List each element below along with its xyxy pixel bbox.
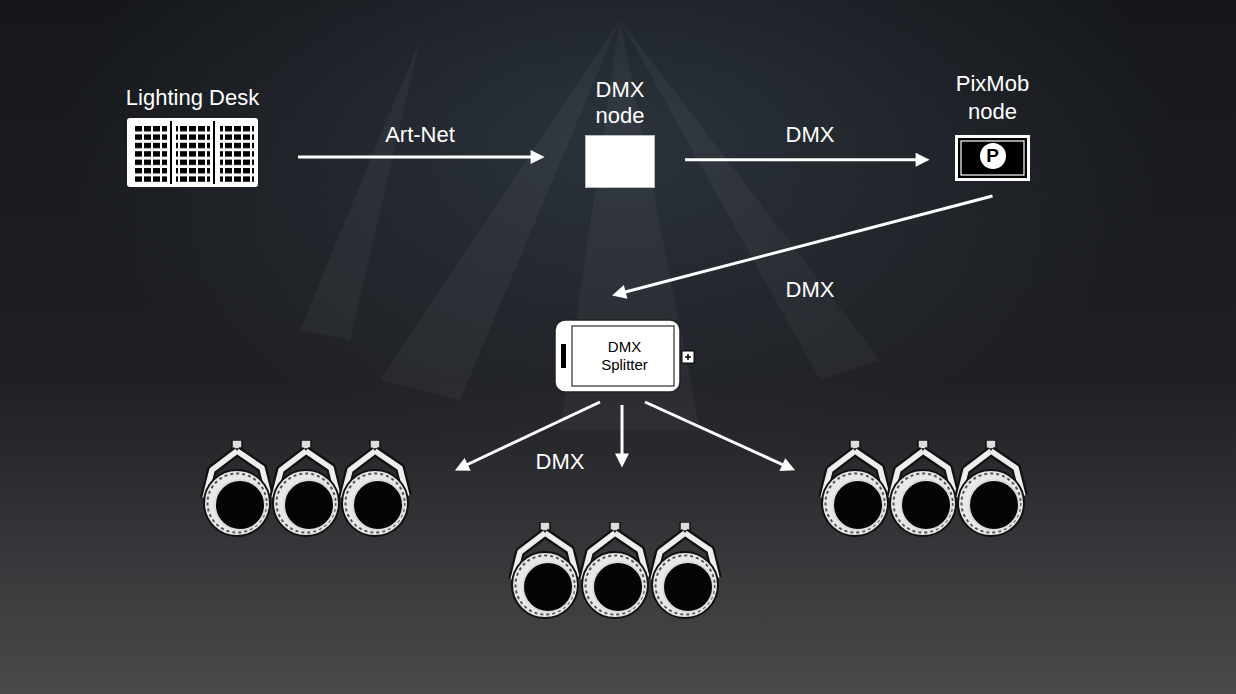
node-title: DMX node: [575, 77, 665, 128]
dmx-splitter: DMX Splitter: [555, 320, 680, 392]
pixmob-node: PixMob nodeP: [955, 135, 1030, 181]
signal-arrow: [685, 158, 924, 161]
light-group: [512, 522, 718, 618]
par-light: [822, 440, 888, 536]
par-light: [652, 522, 718, 618]
protocol-label: Art-Net: [385, 122, 455, 148]
light-beams: [300, 20, 880, 430]
par-light: [582, 522, 648, 618]
split-arrow: [621, 405, 624, 462]
protocol-label: DMX: [786, 277, 835, 303]
light-group: [204, 440, 408, 536]
par-light: [204, 440, 270, 536]
par-light: [890, 440, 956, 536]
node-title: PixMob node: [948, 70, 1038, 127]
par-light: [958, 440, 1024, 536]
dmx-node: DMX node: [585, 135, 655, 188]
par-light: [512, 522, 578, 618]
lighting-desk: Lighting Desk: [127, 118, 258, 187]
par-light: [273, 440, 339, 536]
signal-arrow: [298, 156, 539, 159]
splitter-device: [555, 320, 694, 392]
protocol-label: DMX: [786, 122, 835, 148]
par-light: [342, 440, 408, 536]
protocol-label: DMX: [536, 449, 585, 475]
light-group: [822, 440, 1024, 536]
split-arrows: [460, 402, 790, 468]
node-label: DMX Splitter: [589, 338, 661, 374]
pixmob-icon: [955, 135, 1030, 181]
split-arrow: [645, 402, 790, 468]
logo-letter: P: [980, 143, 1006, 169]
node-title: Lighting Desk: [108, 85, 278, 110]
desk-icon: [127, 118, 258, 187]
